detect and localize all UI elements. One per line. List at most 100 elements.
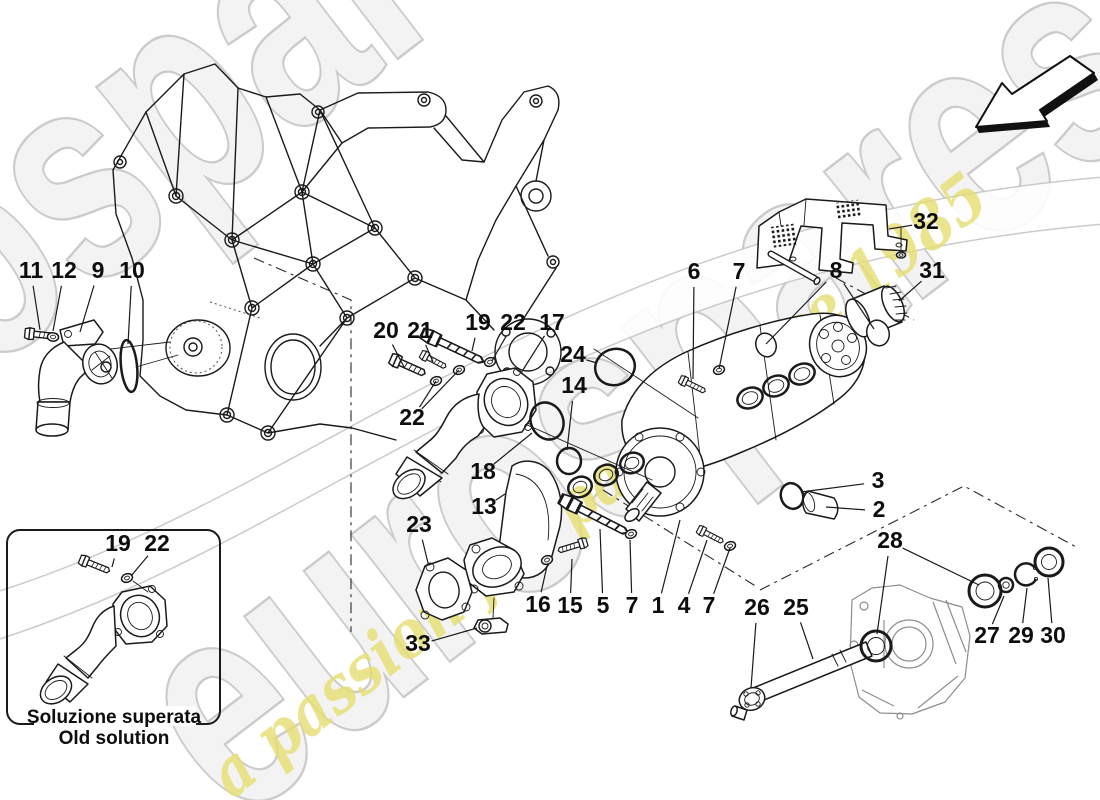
leader-line-2 [825,506,866,511]
leader-line-7 [629,539,633,594]
bearing-28-on-shaft [859,629,893,663]
leader-line-28 [876,555,889,635]
oil-pump-assembly [567,285,908,523]
o-ring-10 [119,338,139,394]
leader-line-33 [431,627,478,642]
leader-line-12 [52,285,62,332]
clip-33 [473,617,509,635]
leader-line-22 [421,369,460,410]
part-callout-33: 33 [405,630,431,656]
leader-line-14 [566,400,574,451]
part-callout-12: 12 [51,257,77,283]
part-callout-9: 9 [92,257,105,283]
spacer-ring-27 [997,576,1015,594]
part-callout-28: 28 [877,527,903,553]
oil-filter-flange [808,314,868,378]
plug-2 [802,490,839,520]
leader-line-22 [418,380,437,408]
old-solution-inset: Soluzione superata Old solution [6,529,221,749]
part-callout-21: 21 [407,317,433,343]
gasket-23 [415,557,473,621]
crankcase-art [849,584,971,720]
o-ring-24 [593,347,637,387]
leader-line-5 [599,528,604,594]
o-ring-14 [555,446,583,476]
part-callout-5: 5 [597,592,610,618]
part-callout-20: 20 [373,317,399,343]
part-callout-14: 14 [561,372,587,398]
leader-line-20 [391,344,405,368]
bearing-30 [1033,546,1065,578]
leader-line-3 [800,483,865,493]
leader-line-21 [425,344,434,363]
part-callout-19: 19 [465,309,491,335]
part-callout-31: 31 [919,257,945,283]
leader-line-8 [843,283,875,330]
leader-line-28 [902,547,980,586]
circlip-29 [1013,562,1039,587]
shaft-coupling-26 [738,686,766,712]
leader-line-19 [111,558,115,568]
part-callout-19: 19 [105,530,131,556]
part-callout-11: 11 [19,257,44,283]
leader-line-1 [660,519,681,594]
leader-line-4 [687,539,708,594]
leader-line-30 [1047,577,1053,624]
part-callout-4: 4 [678,592,691,618]
part-callout-32: 32 [913,208,939,234]
pump-shaft-and-bearings [730,546,1065,721]
part-callout-18: 18 [470,458,496,484]
pump-shaft-25 [752,641,873,703]
leader-line-9 [79,285,95,333]
leader-line-31 [898,280,922,302]
inset-caption-english: Old solution [59,728,170,749]
leader-line-22 [130,555,149,577]
leader-line-15 [570,558,573,594]
leader-line-6 [692,286,695,380]
leader-line-25 [799,622,814,660]
bracket-screw [895,251,907,259]
part-callout-16: 16 [525,591,551,617]
leader-line-16 [540,565,548,593]
inset-caption-italian: Soluzione superata [27,707,202,728]
part-callout-2: 2 [873,496,886,522]
part-callout-26: 26 [744,594,770,620]
direction-arrow-icon [975,55,1098,133]
part-callout-22: 22 [144,530,170,556]
part-callout-30: 30 [1040,622,1066,648]
leader-line-29 [1022,587,1028,624]
part-callout-17: 17 [539,309,565,335]
part-callout-29: 29 [1008,622,1034,648]
leader-line-11 [32,285,41,331]
pump-top-seals [736,362,816,410]
part-callout-22: 22 [399,404,425,430]
watermark-swoosh [0,176,1100,640]
part-callout-10: 10 [119,257,145,283]
pump-lower-seals [567,451,645,499]
part-callout-3: 3 [872,467,885,493]
water-outlet-housing-17 [387,325,699,500]
leader-line-24 [586,359,598,364]
leader-line-7 [713,547,731,595]
bracket-stud [767,250,821,286]
pump-cover-group [415,363,738,635]
thermostat-9 [82,343,118,385]
part-callout-7: 7 [733,258,746,284]
old-housing-art [39,553,168,705]
leader-line-32 [888,224,913,230]
leader-line-17 [520,335,546,374]
leader-line-8 [765,281,827,345]
leader-line-22 [491,335,507,362]
part-callout-27: 27 [974,622,1000,648]
washer-7b [722,539,738,553]
part-callout-23: 23 [406,511,432,537]
leader-line-13 [495,493,506,501]
part-callout-6: 6 [688,258,701,284]
leader-line-23 [421,539,429,564]
leader-line-26 [750,622,757,689]
protection-bracket-32 [756,198,908,286]
leader-line-19 [471,337,476,352]
o-ring-18 [529,401,565,441]
